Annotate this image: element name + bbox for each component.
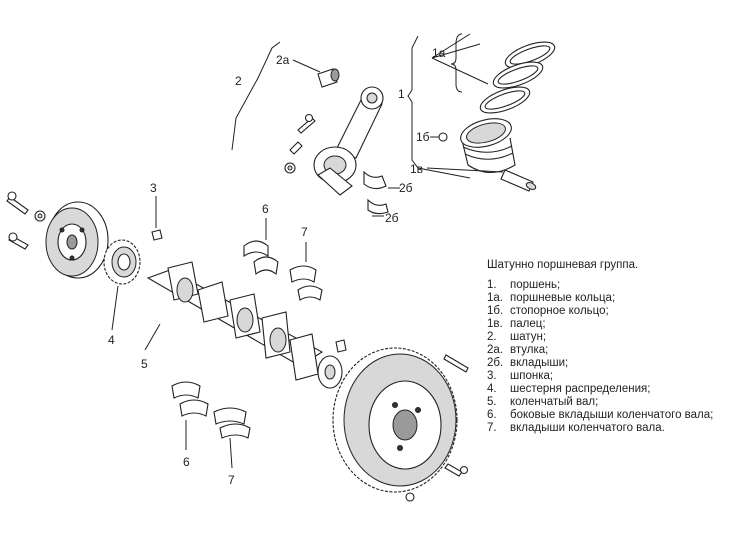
legend-item: 2б. вкладыши; <box>487 357 743 370</box>
legend-item: 1б. стопорное кольцо; <box>487 305 743 318</box>
legend-item-number: 7. <box>487 422 497 434</box>
rod-bolts <box>284 113 316 174</box>
crank-pulley <box>45 201 109 279</box>
callout-labels: 2 2а 1 1а 1б 1в 2б 2б 3 6 7 4 5 6 7 <box>108 46 446 487</box>
legend-item: 1. поршень; <box>487 279 743 292</box>
legend-item-number: 2б. <box>487 357 504 369</box>
legend: Шатунно поршневая группа. 1. поршень; 1а.… <box>487 259 743 435</box>
callout-2a: 2а <box>276 53 290 67</box>
legend-item-number: 1а. <box>487 292 503 304</box>
legend-item-text: шатун; <box>510 331 547 343</box>
legend-item-number: 1б. <box>487 305 504 317</box>
legend-item-text: стопорное кольцо; <box>510 305 609 317</box>
legend-item-text: вкладыши коленчатого вала. <box>510 422 665 434</box>
legend-item-text: палец; <box>510 318 546 330</box>
legend-item: 3. шпонка; <box>487 370 743 383</box>
pulley-bolts <box>6 191 46 250</box>
piston-pin <box>500 169 537 192</box>
main-bearing-shells-top <box>289 265 323 301</box>
legend-item-text: поршневые кольца; <box>510 292 616 304</box>
callout-6-top: 6 <box>262 202 269 216</box>
legend-title: Шатунно поршневая группа. <box>487 259 639 271</box>
legend-item: 1а. поршневые кольца; <box>487 292 743 305</box>
legend-item-text: поршень; <box>510 279 561 291</box>
main-bearing-shells-bottom <box>213 407 251 439</box>
callout-1b: 1б <box>416 130 430 144</box>
flywheel-dowel <box>443 354 469 373</box>
legend-item: 5. коленчатый вал; <box>487 396 743 409</box>
rod-bushing <box>317 68 340 88</box>
woodruff-key <box>151 229 163 241</box>
rod-bearing-shells <box>363 170 389 215</box>
legend-item: 1в. палец; <box>487 318 743 331</box>
connecting-rod <box>313 86 384 196</box>
legend-item-text: шестерня распределения; <box>510 383 651 395</box>
legend-item-number: 1в. <box>487 318 503 330</box>
legend-item-number: 5. <box>487 396 497 408</box>
callout-4: 4 <box>108 333 115 347</box>
piston-rings <box>479 41 556 114</box>
legend-item-text: шпонка; <box>510 370 554 382</box>
legend-item-text: втулка; <box>510 344 549 356</box>
bracket-1 <box>407 35 471 179</box>
callout-1v: 1в <box>410 162 423 176</box>
callout-7-top: 7 <box>301 225 308 239</box>
legend-item-number: 6. <box>487 409 497 421</box>
legend-item-number: 2а. <box>487 344 503 356</box>
callout-5: 5 <box>141 357 148 371</box>
legend-item: 2а. втулка; <box>487 344 743 357</box>
legend-item-number: 2. <box>487 331 497 343</box>
callout-6-bottom: 6 <box>183 455 190 469</box>
legend-item: 2. шатун; <box>487 331 743 344</box>
flywheel <box>332 347 458 493</box>
legend-item-text: коленчатый вал; <box>510 396 599 408</box>
bracket-2 <box>231 41 281 151</box>
legend-item-text: боковые вкладыши коленчатого вала; <box>510 409 714 421</box>
crankshaft <box>146 261 343 389</box>
flywheel-fasteners <box>405 463 469 502</box>
legend-item-number: 3. <box>487 370 497 382</box>
callout-2b-bottom: 2б <box>385 211 399 225</box>
legend-item: 7. вкладыши коленчатого вала. <box>487 422 743 435</box>
callout-2: 2 <box>235 74 242 88</box>
bracket-1a <box>450 33 463 93</box>
thrust-bearing-shells-top <box>243 240 279 276</box>
callout-2b-top: 2б <box>399 181 413 195</box>
retaining-ring <box>438 132 448 142</box>
flywheel-bolt <box>335 339 347 353</box>
legend-item-number: 4. <box>487 383 497 395</box>
legend-item: 6. боковые вкладыши коленчатого вала; <box>487 409 743 422</box>
callout-1: 1 <box>398 87 405 101</box>
legend-item: 4. шестерня распределения; <box>487 383 743 396</box>
callout-1a: 1а <box>432 46 446 60</box>
legend-list: 1. поршень; 1а. поршневые кольца; 1б. стопо… <box>487 279 743 435</box>
legend-item-number: 1. <box>487 279 497 291</box>
thrust-bearing-shells-bottom <box>171 381 209 417</box>
legend-item-text: вкладыши; <box>510 357 569 369</box>
callout-3: 3 <box>150 181 157 195</box>
piston <box>460 118 516 174</box>
leader-lines <box>111 33 504 469</box>
callout-7-bottom: 7 <box>228 473 235 487</box>
timing-gear <box>103 239 141 285</box>
